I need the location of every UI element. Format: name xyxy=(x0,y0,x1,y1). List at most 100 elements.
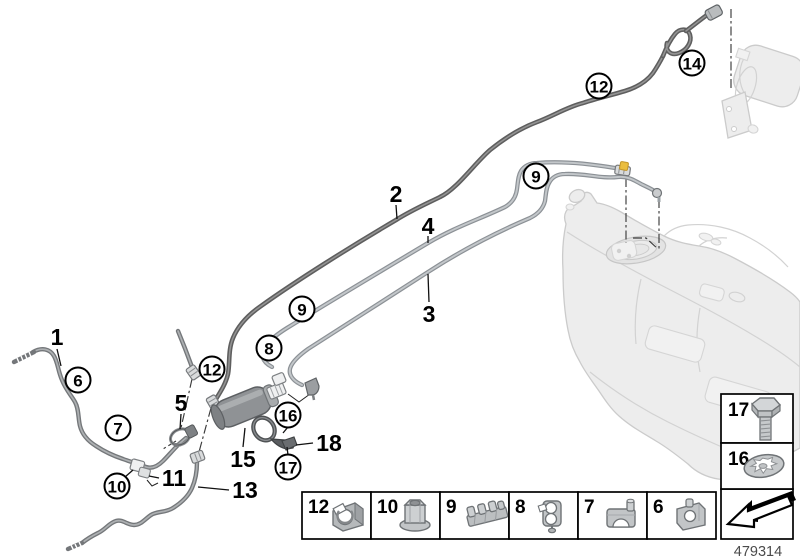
callout-circled-10[interactable]: 10 xyxy=(103,469,134,500)
connector-leader-lines xyxy=(287,393,311,403)
callout-circled-12[interactable]: 12 xyxy=(198,355,226,383)
callout-15[interactable]: 15 xyxy=(230,427,256,472)
callout-circled-17[interactable]: 17 xyxy=(274,446,302,481)
callout-3[interactable]: 3 xyxy=(423,273,436,327)
callout-leader xyxy=(242,427,246,448)
callout-leader xyxy=(295,442,314,446)
cap-nut-icon xyxy=(399,499,431,532)
legend-cell-10[interactable]: 10 xyxy=(370,491,441,540)
legend-cell-12[interactable]: 12 xyxy=(301,491,372,540)
yellow-clip xyxy=(619,161,629,171)
side-panel-number: 16 xyxy=(728,449,749,470)
callout-number: 12 xyxy=(590,78,609,97)
legend-cell-number: 10 xyxy=(377,497,398,518)
hose-clamp xyxy=(168,424,199,447)
braided-hose-end xyxy=(70,541,83,552)
callout-number: 16 xyxy=(279,407,298,426)
callout-circled-8[interactable]: 8 xyxy=(255,334,283,362)
callout-number: 6 xyxy=(73,372,82,391)
legend-cell-number: 8 xyxy=(515,497,526,518)
callout-circled-12[interactable]: 12 xyxy=(585,72,613,100)
callout-number: 17 xyxy=(279,459,298,478)
callout-circle xyxy=(678,49,706,77)
callout-circled-16[interactable]: 16 xyxy=(274,401,302,434)
callout-11[interactable]: 11 xyxy=(148,465,187,491)
callout-number: 2 xyxy=(390,181,403,207)
callout-18[interactable]: 18 xyxy=(295,430,342,456)
side-panel-item-16[interactable]: 16 xyxy=(720,442,794,490)
assembly-alignment-lines xyxy=(162,9,732,453)
callout-4[interactable]: 4 xyxy=(422,213,435,243)
direction-arrow-icon xyxy=(725,494,794,529)
callout-1[interactable]: 1 xyxy=(51,324,64,367)
rear-fuel-hose[interactable] xyxy=(68,462,197,552)
callout-circle xyxy=(104,414,132,442)
pipe-clip-icon xyxy=(331,501,365,533)
braided-hose-end xyxy=(16,351,33,366)
callout-5[interactable]: 5 xyxy=(175,390,188,430)
callout-circle xyxy=(585,72,613,100)
front-fuel-hose[interactable] xyxy=(14,349,186,467)
callout-number: 9 xyxy=(297,301,306,320)
legend-cell-number: 6 xyxy=(653,497,664,518)
callout-circle xyxy=(255,334,283,362)
legend-cell-7[interactable]: 7 xyxy=(577,491,648,540)
callout-circle xyxy=(198,355,226,383)
callout-number: 1 xyxy=(51,324,64,350)
callout-circled-14[interactable]: 14 xyxy=(678,49,706,77)
callout-circled-7[interactable]: 7 xyxy=(104,414,132,442)
callout-circle xyxy=(274,453,302,481)
callout-leader xyxy=(124,469,134,478)
callout-number: 4 xyxy=(422,213,435,239)
callout-leader xyxy=(179,413,182,430)
holder-bracket xyxy=(251,415,298,451)
callout-number: 7 xyxy=(113,420,122,439)
callout-circle xyxy=(274,401,302,429)
callout-number: 10 xyxy=(108,478,127,497)
callout-2[interactable]: 2 xyxy=(390,181,403,220)
filter-outlet-connector xyxy=(266,382,287,400)
callout-leader xyxy=(148,475,160,479)
side-panel-number: 17 xyxy=(728,400,749,421)
direction-arrow-box[interactable] xyxy=(720,488,796,540)
callout-number: 15 xyxy=(230,446,256,472)
callout-circled-9[interactable]: 9 xyxy=(288,295,316,323)
callout-leader xyxy=(197,486,230,491)
callout-number: 11 xyxy=(162,465,187,491)
legend-cell-number: 7 xyxy=(584,497,595,518)
callout-13[interactable]: 13 xyxy=(197,477,258,503)
callout-number: 9 xyxy=(531,168,540,187)
callout-leader xyxy=(427,273,430,303)
quick-connector-rear-hose xyxy=(189,449,206,464)
legend-cell-number: 9 xyxy=(446,497,457,518)
callout-number: 18 xyxy=(316,430,342,456)
callout-circle xyxy=(522,162,550,190)
hose-clips xyxy=(129,458,159,487)
callout-circle xyxy=(288,295,316,323)
legend-cell-9[interactable]: 9 xyxy=(439,491,510,540)
legend-cell-8[interactable]: 8 xyxy=(508,491,579,540)
callout-circle xyxy=(64,366,92,394)
callout-circled-9[interactable]: 9 xyxy=(522,162,550,190)
pipe-end-fitting xyxy=(704,4,723,21)
legend-cell-number: 12 xyxy=(308,497,329,518)
callout-number: 13 xyxy=(232,477,258,503)
side-panel-item-17[interactable]: 17 xyxy=(720,393,794,444)
callout-number: 14 xyxy=(683,55,702,74)
canister-bracket xyxy=(721,91,753,139)
pipe-clip-part8 xyxy=(271,372,287,386)
charcoal-canister xyxy=(721,44,800,139)
legend-cell-6[interactable]: 6 xyxy=(646,491,717,540)
figure-number: 479314 xyxy=(734,544,782,560)
elbow-fitting xyxy=(304,377,320,401)
callout-number: 3 xyxy=(423,301,436,327)
tank-pipe-fittings xyxy=(614,161,663,202)
callout-circled-6[interactable]: 6 xyxy=(64,366,92,394)
feed-pipe-stub[interactable] xyxy=(178,331,192,367)
callout-leader xyxy=(395,204,398,220)
callout-number: 12 xyxy=(203,361,222,380)
callout-leader xyxy=(56,348,62,367)
callout-circle xyxy=(103,472,131,500)
